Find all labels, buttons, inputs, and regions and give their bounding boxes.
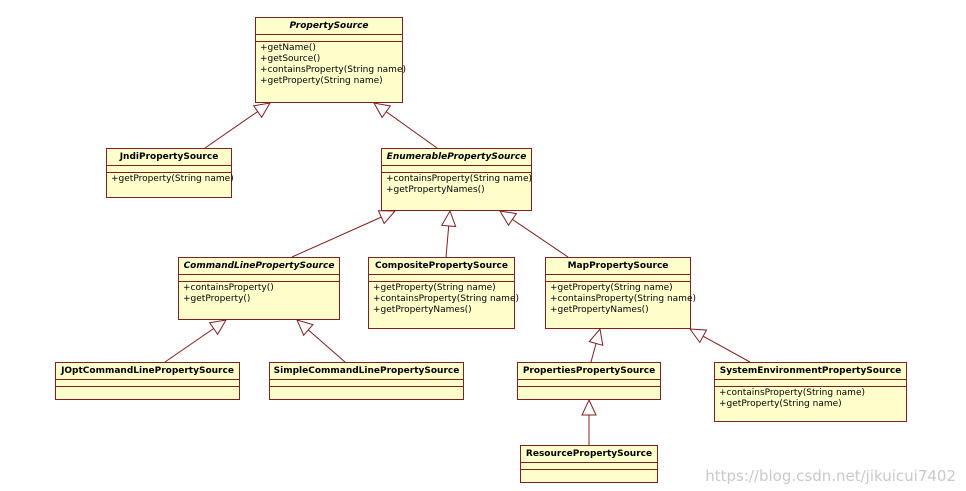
attributes-compartment bbox=[270, 380, 463, 387]
operation: +getPropertyNames() bbox=[373, 305, 472, 315]
operation: +containsProperty(String name) bbox=[550, 294, 696, 304]
operations-compartment: +getProperty(String name) bbox=[107, 173, 234, 187]
inheritance-arrowhead bbox=[373, 102, 392, 119]
operations-compartment: +containsProperty() +getProperty() bbox=[179, 282, 339, 307]
inheritance-arrowhead bbox=[252, 102, 271, 119]
operations-compartment: +getProperty(String name) +containsPrope… bbox=[546, 282, 696, 318]
class-name: JndiPropertySource bbox=[107, 149, 231, 166]
inheritance-arrowhead bbox=[581, 398, 597, 416]
operation: +getProperty() bbox=[183, 294, 251, 304]
class-name: ResourcePropertySource bbox=[521, 446, 657, 463]
inheritance-line bbox=[702, 335, 751, 363]
operation: +getProperty(String name) bbox=[260, 76, 383, 86]
operation: +getPropertyNames() bbox=[550, 305, 649, 315]
attributes-compartment bbox=[518, 380, 660, 387]
class-resource-property-source: ResourcePropertySource bbox=[520, 445, 658, 483]
inheritance-arrowhead bbox=[688, 328, 708, 344]
attributes-compartment bbox=[56, 380, 239, 387]
class-system-environment-property-source: SystemEnvironmentPropertySource +contain… bbox=[714, 362, 907, 422]
inheritance-arrowhead bbox=[208, 319, 227, 336]
operation: +containsProperty(String name) bbox=[386, 174, 532, 184]
attributes-compartment bbox=[546, 275, 690, 282]
operation: +getProperty(String name) bbox=[373, 283, 496, 293]
attributes-compartment bbox=[521, 463, 657, 470]
inheritance-line bbox=[164, 328, 214, 363]
attributes-compartment bbox=[715, 380, 906, 387]
class-jopt-command-line-property-source: JOptCommandLinePropertySource bbox=[55, 362, 240, 400]
operations-compartment: +containsProperty(String name) +getPrope… bbox=[715, 387, 906, 412]
operations-compartment: +getName() +getSource() +containsPropert… bbox=[256, 42, 406, 89]
operations-compartment: +containsProperty(String name) +getPrope… bbox=[382, 173, 532, 198]
inheritance-arrowhead bbox=[440, 209, 457, 228]
operation: +containsProperty(String name) bbox=[719, 388, 865, 398]
class-name: SimpleCommandLinePropertySource bbox=[270, 363, 463, 380]
class-name: EnumerablePropertySource bbox=[382, 149, 531, 166]
operations-compartment: +getProperty(String name) +containsPrope… bbox=[369, 282, 519, 318]
class-name: PropertySource bbox=[256, 18, 402, 35]
operation: +containsProperty(String name) bbox=[373, 294, 519, 304]
operation: +getName() bbox=[260, 43, 316, 53]
inheritance-line bbox=[512, 218, 569, 258]
class-command-line-property-source: CommandLinePropertySource +containsPrope… bbox=[178, 257, 340, 320]
attributes-compartment bbox=[179, 275, 339, 282]
inheritance-line bbox=[204, 111, 258, 149]
inheritance-line bbox=[307, 329, 346, 363]
inheritance-line bbox=[590, 343, 597, 363]
class-properties-property-source: PropertiesPropertySource bbox=[517, 362, 661, 400]
watermark-text: https://blog.csdn.net/jikuicui7402 bbox=[705, 467, 956, 485]
class-name: MapPropertySource bbox=[546, 258, 690, 275]
operation: +getProperty(String name) bbox=[111, 174, 234, 184]
attributes-compartment bbox=[256, 35, 402, 42]
inheritance-arrowhead bbox=[296, 319, 314, 337]
inheritance-arrowhead bbox=[588, 327, 604, 347]
attributes-compartment bbox=[382, 166, 531, 173]
class-simple-command-line-property-source: SimpleCommandLinePropertySource bbox=[269, 362, 464, 400]
attributes-compartment bbox=[369, 275, 514, 282]
operation: +getPropertyNames() bbox=[386, 185, 485, 195]
operation: +containsProperty() bbox=[183, 283, 274, 293]
class-name: SystemEnvironmentPropertySource bbox=[715, 363, 906, 380]
class-composite-property-source: CompositePropertySource +getProperty(Str… bbox=[368, 257, 519, 329]
class-name: JOptCommandLinePropertySource bbox=[56, 363, 239, 380]
inheritance-line bbox=[385, 111, 438, 149]
operation: +getProperty(String name) bbox=[550, 283, 673, 293]
inheritance-line bbox=[291, 216, 382, 258]
class-name: CommandLinePropertySource bbox=[179, 258, 339, 275]
operation: +getSource() bbox=[260, 54, 321, 64]
inheritance-line bbox=[445, 225, 450, 258]
class-jndi-property-source: JndiPropertySource +getProperty(String n… bbox=[106, 148, 234, 198]
inheritance-arrowhead bbox=[377, 210, 397, 225]
operation: +getProperty(String name) bbox=[719, 399, 842, 409]
operation: +containsProperty(String name) bbox=[260, 65, 406, 75]
class-name: CompositePropertySource bbox=[369, 258, 514, 275]
attributes-compartment bbox=[107, 166, 231, 173]
class-name: PropertiesPropertySource bbox=[518, 363, 660, 380]
inheritance-arrowhead bbox=[499, 210, 518, 227]
class-enumerable-property-source: EnumerablePropertySource +containsProper… bbox=[381, 148, 532, 211]
class-property-source: PropertySource +getName() +getSource() +… bbox=[255, 17, 406, 103]
class-map-property-source: MapPropertySource +getProperty(String na… bbox=[545, 257, 696, 329]
